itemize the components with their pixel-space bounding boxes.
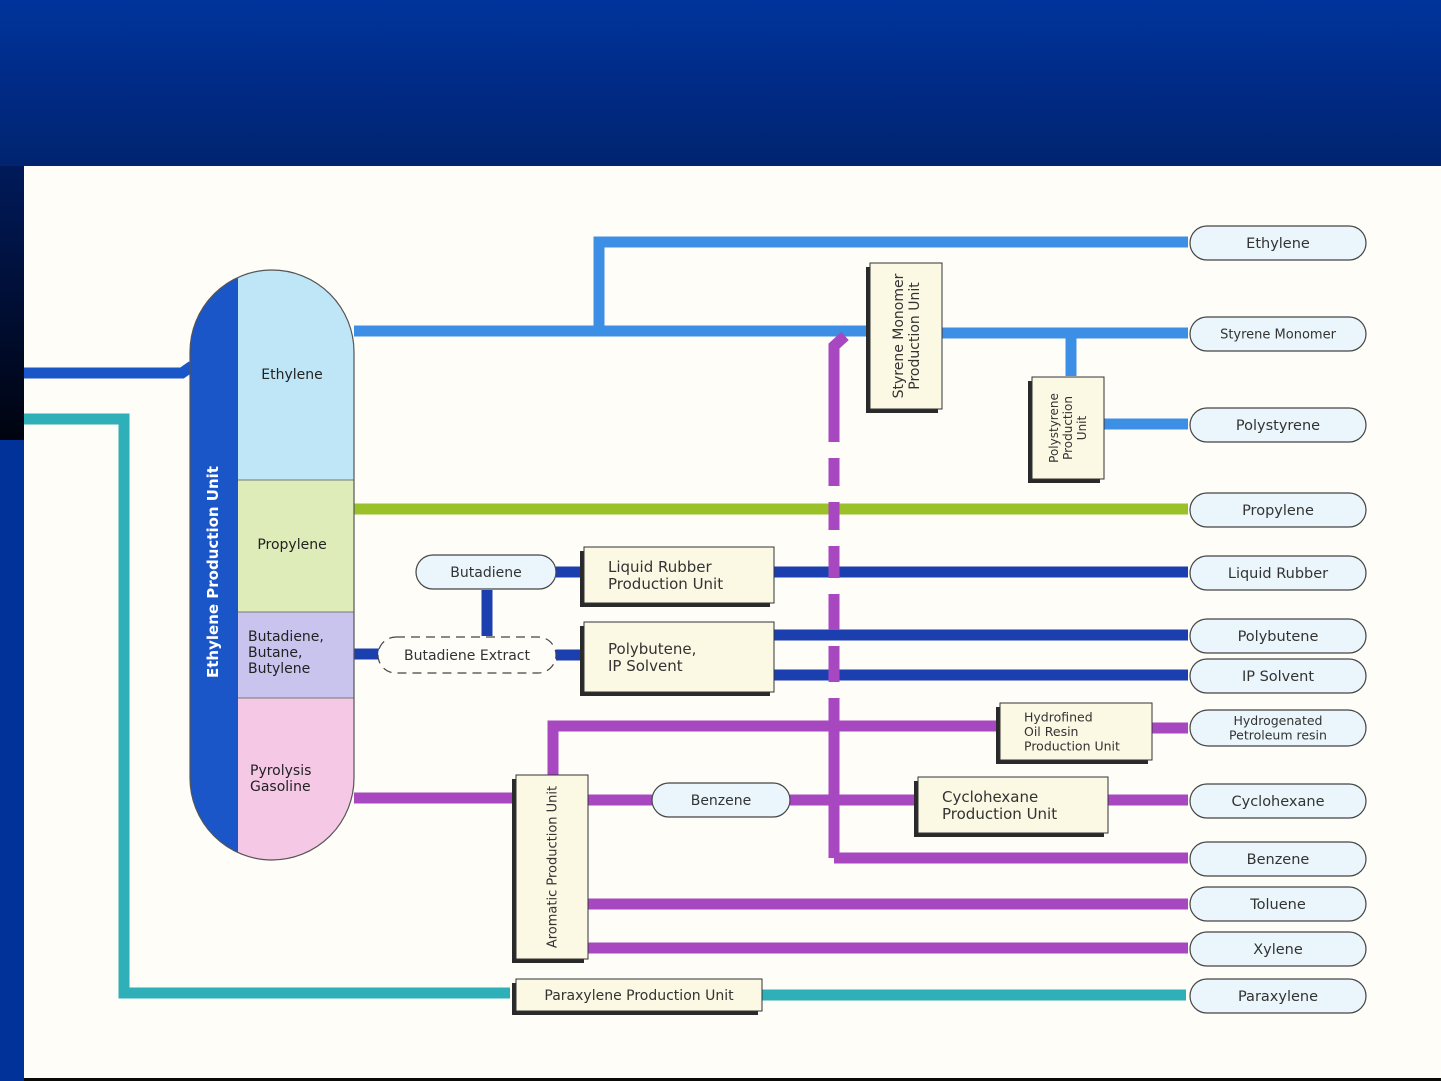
pill-shape [1189,407,1367,443]
tower-spine [190,270,240,860]
benzene-to-styrene-line [828,331,849,858]
tower-label-butadiene: Butadiene,Butane,Butylene [248,629,324,677]
pill-label: Polybutene [1238,629,1319,645]
pill-shape [1189,316,1367,352]
pill-label: Benzene [1247,852,1310,868]
pill-shape [1189,841,1367,877]
pill-shape [1189,886,1367,922]
flow-lines [24,236,1188,1001]
aromatic-to-hydrofined-line [547,720,1000,775]
pill-shape [377,636,557,674]
pill-shape [1189,492,1367,528]
pill-shape [1189,658,1367,694]
slide-left-edge [0,166,24,440]
unit-polybutene: Polybutene,IP Solvent [580,621,775,696]
unit-box [583,621,775,693]
tower-title: Ethylene Production Unit [204,466,222,678]
unit-aromatic: Aromatic Production Unit [512,774,589,963]
paraxylene-feed-line [24,413,510,999]
pill-shape [1189,931,1367,967]
pill-shape [1189,555,1367,591]
pill-label: Butadiene Extract [404,648,531,664]
ethylene-product-line [593,236,1188,331]
pill-shape [1189,618,1367,654]
intermediate-butadiene-extract: Butadiene Extract [377,636,557,674]
unit-label: Polybutene,IP Solvent [608,640,696,675]
unit-box [515,774,589,960]
product-polystyrene: Polystyrene [1189,407,1367,443]
unit-label: PolystyreneProductionUnit [1047,393,1089,463]
unit-styrene: Styrene MonomerProduction Unit [866,262,943,413]
pill-label: Toluene [1249,897,1306,913]
product-styrene-monomer: Styrene Monomer [1189,316,1367,352]
intermediate-benzene: Benzene [651,782,791,818]
product-toluene: Toluene [1189,886,1367,922]
ethylene-production-unit-tower: Ethylene Production Unit Ethylene Propyl… [189,269,355,861]
pill-shape [415,554,557,590]
pill-shape [1189,783,1367,819]
slide-header-band [0,0,1441,166]
product-paraxylene: Paraxylene [1189,978,1367,1014]
product-benzene: Benzene [1189,841,1367,877]
product-cyclohexane: Cyclohexane [1189,783,1367,819]
unit-box [917,776,1109,834]
pill-shape [1189,225,1367,261]
intermediate-butadiene: Butadiene [415,554,557,590]
unit-box [583,546,775,604]
pill-label: Paraxylene [1238,989,1318,1005]
pill-label: Styrene Monomer [1220,328,1336,343]
pill-label: Polystyrene [1236,418,1320,434]
unit-polystyrene: PolystyreneProductionUnit [1028,376,1105,483]
tower-section-ethylene [238,270,354,480]
unit-label: Aromatic Production Unit [546,786,561,948]
tower-section-propylene [238,480,354,612]
product-xylene: Xylene [1189,931,1367,967]
pill-shape [1189,978,1367,1014]
tower-section-butadiene [238,612,354,698]
pill-label: Liquid Rubber [1228,566,1328,582]
pill-shape [1189,709,1367,747]
product-ip-solvent: IP Solvent [1189,658,1367,694]
product-liquid-rubber: Liquid Rubber [1189,555,1367,591]
pill-label: Benzene [691,793,752,809]
tower-label-propylene: Propylene [257,537,326,553]
unit-box [869,262,943,410]
unit-box [515,978,763,1012]
unit-label: Paraxylene Production Unit [544,988,734,1004]
unit-label: Styrene MonomerProduction Unit [891,273,923,398]
diagram-bottom-border [24,1078,1441,1081]
product-propylene: Propylene [1189,492,1367,528]
pill-label: IP Solvent [1242,669,1314,685]
pill-label: Xylene [1253,942,1303,958]
pill-label: Butadiene [450,565,521,581]
product-ethylene: Ethylene [1189,225,1367,261]
pill-label: Propylene [1242,503,1314,519]
pill-label: Cyclohexane [1231,794,1324,810]
pill-shape [651,782,791,818]
process-units: Styrene MonomerProduction UnitPolystyren… [512,262,1153,1015]
unit-box [999,702,1153,761]
unit-box [1031,376,1105,480]
pill-label: Ethylene [1246,236,1310,252]
feed-line [24,361,196,379]
unit-paraxylene: Paraxylene Production Unit [512,978,763,1015]
product-polybutene: Polybutene [1189,618,1367,654]
tower-label-ethylene: Ethylene [261,367,322,383]
